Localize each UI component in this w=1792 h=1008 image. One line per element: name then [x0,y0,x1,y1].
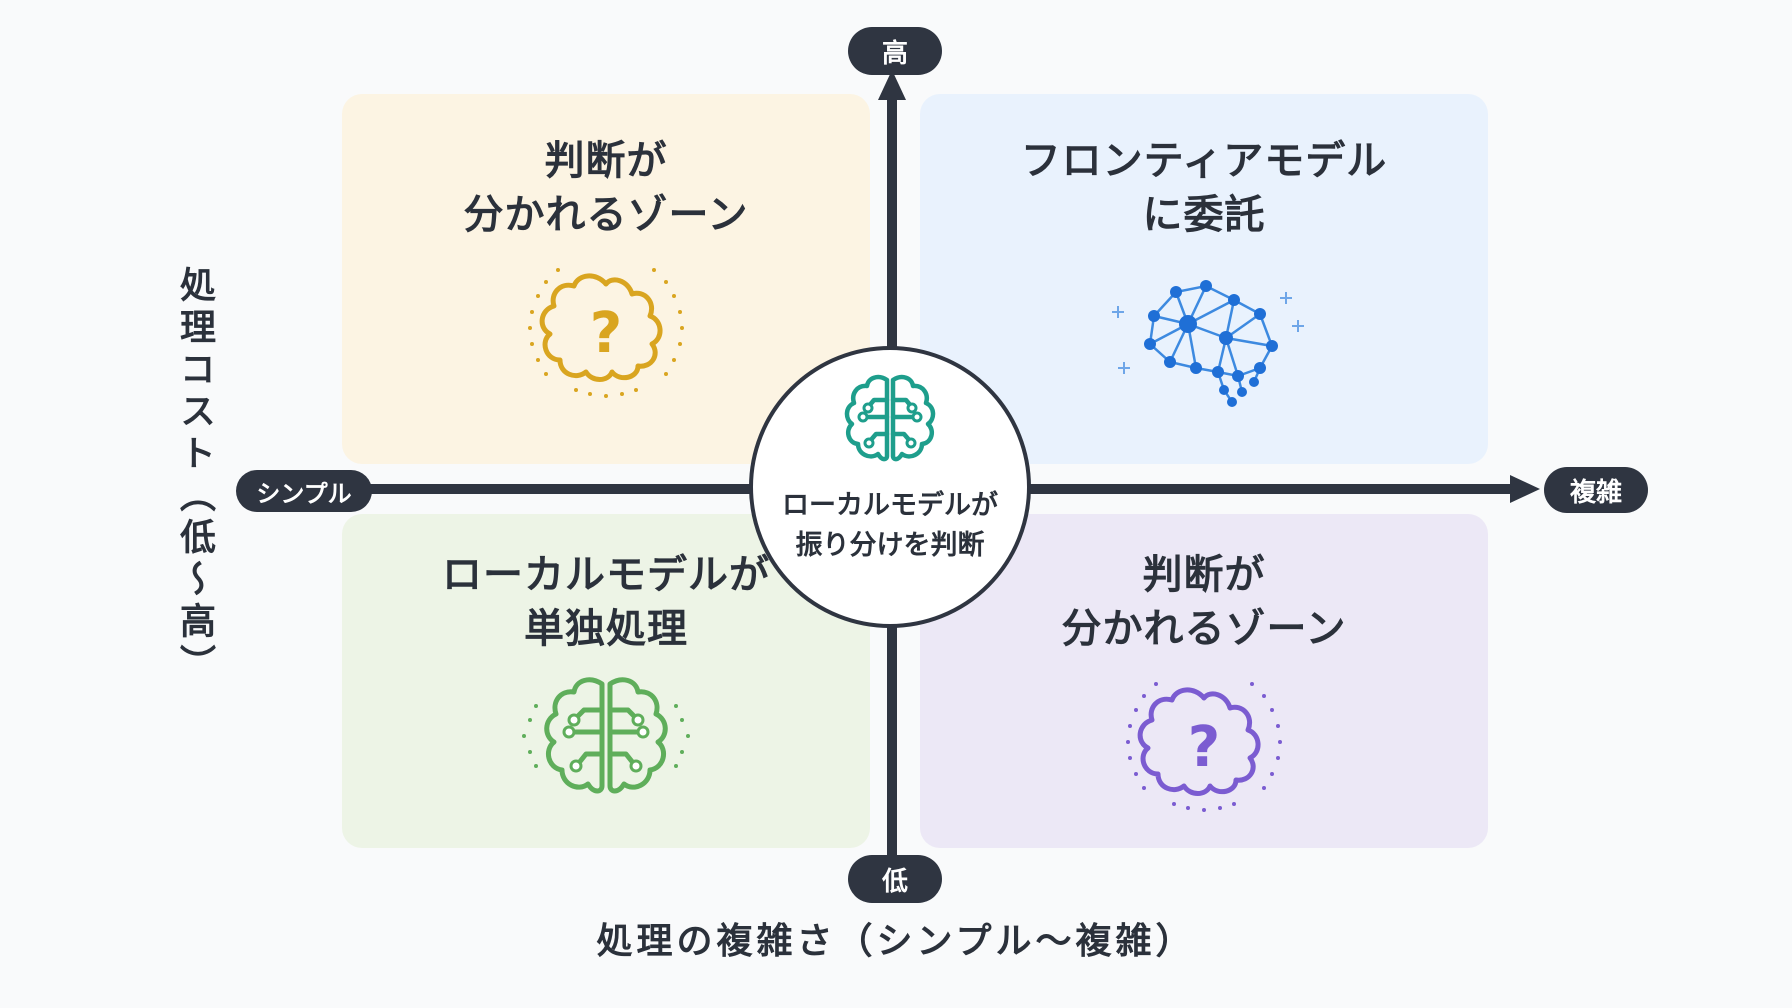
center-line2: 振り分けを判断 [795,530,985,561]
quadrant-bottom-left-line1: ローカルモデルが [442,552,770,598]
quadrant-bottom-left-title: ローカルモデルが 単独処理 [442,548,770,656]
quadrant-top-right-line2: に委託 [1142,192,1266,238]
center-line1: ローカルモデルが [782,490,998,521]
center-router-node: ローカルモデルが 振り分けを判断 [749,346,1031,628]
quadrant-bottom-right-line1: 判断が [1142,552,1266,598]
x-axis-title: 処理の複雑さ（シンプル〜複雑） [596,921,1196,962]
quadrant-top-left-line2: 分かれるゾーン [463,192,749,238]
brain-question-icon: ? [1114,670,1294,824]
svg-text:?: ? [1188,715,1220,780]
quadrant-top-left-title: 判断が 分かれるゾーン [464,134,749,242]
brain-circuit-icon [506,670,706,814]
arrow-up-icon [878,70,906,100]
quadrant-top-right: フロンティアモデル に委託 [920,94,1488,464]
quadrant-top-left: 判断が 分かれるゾーン ? [342,94,870,464]
brain-circuit-icon [830,372,950,480]
axis-low-label: 低 [848,855,942,903]
quadrant-top-right-line1: フロンティアモデル [1020,138,1388,184]
y-axis-title: 処理コスト（低〜高） [174,266,215,686]
quadrant-bottom-right: 判断が 分かれるゾーン ? [920,514,1488,848]
quadrant-bottom-right-title: 判断が 分かれるゾーン [1062,548,1347,656]
axis-high-label: 高 [848,27,942,75]
brain-question-icon: ? [516,256,696,410]
quadrant-top-right-title: フロンティアモデル に委託 [1021,134,1388,242]
svg-text:?: ? [590,301,622,366]
brain-network-icon [1084,256,1324,420]
axis-complex-label: 複雑 [1544,467,1648,513]
center-router-text: ローカルモデルが 振り分けを判断 [782,486,998,566]
quadrant-bottom-right-line2: 分かれるゾーン [1061,606,1347,652]
arrow-right-icon [1510,475,1540,503]
quadrant-bottom-left-line2: 単独処理 [524,606,688,652]
axis-simple-label: シンプル [236,470,372,512]
quadrant-top-left-line1: 判断が [544,138,668,184]
